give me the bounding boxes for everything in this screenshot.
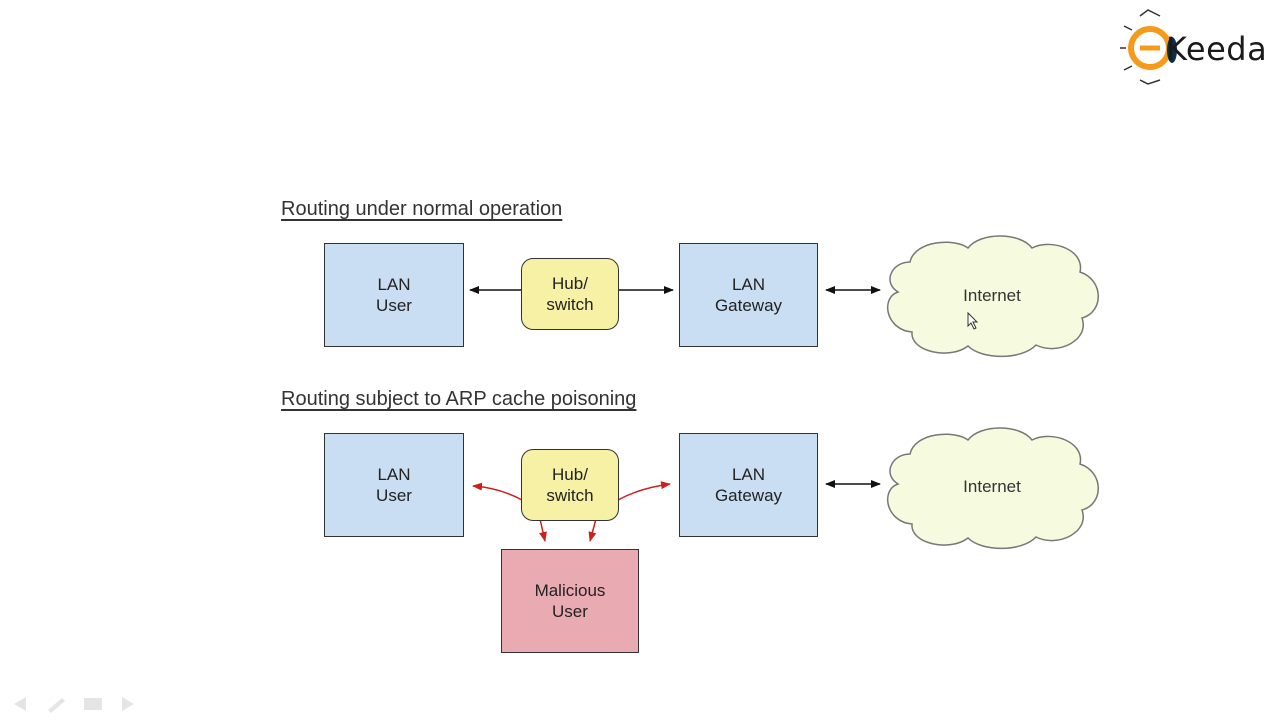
internet-cloud-shape [887,235,1099,358]
lan-gateway-box: LAN Gateway [679,243,818,347]
pen-icon [48,698,65,713]
lan-gateway-box-2: LAN Gateway [679,433,818,537]
attack-arrow-to-gateway [617,481,671,501]
arrow-left-icon [14,697,26,711]
internet-cloud-shape-2 [887,427,1099,550]
internet-label: Internet [963,286,1021,305]
logo-text: Keeda [1166,30,1268,68]
arrow-right-icon [122,697,134,711]
hub-switch-box: Hub/ switch [521,258,619,330]
attack-arrow-to-lan-user [472,482,523,501]
section-title-poisoned: Routing subject to ARP cache poisoning [281,388,637,410]
internet-label-2: Internet [963,477,1021,496]
section-title-normal: Routing under normal operation [281,198,563,220]
attack-arrow-down-left [539,518,547,542]
mouse-pointer-icon [967,311,979,330]
menu-icon [84,698,102,710]
ekeeda-logo-icon [1120,9,1177,85]
lan-user-box: LAN User [324,243,464,347]
slide-nav-icons [14,697,134,713]
hub-switch-box-2: Hub/ switch [521,449,619,521]
lan-user-box-2: LAN User [324,433,464,537]
attack-arrow-down-right [588,518,597,542]
malicious-user-box: Malicious User [501,549,639,653]
